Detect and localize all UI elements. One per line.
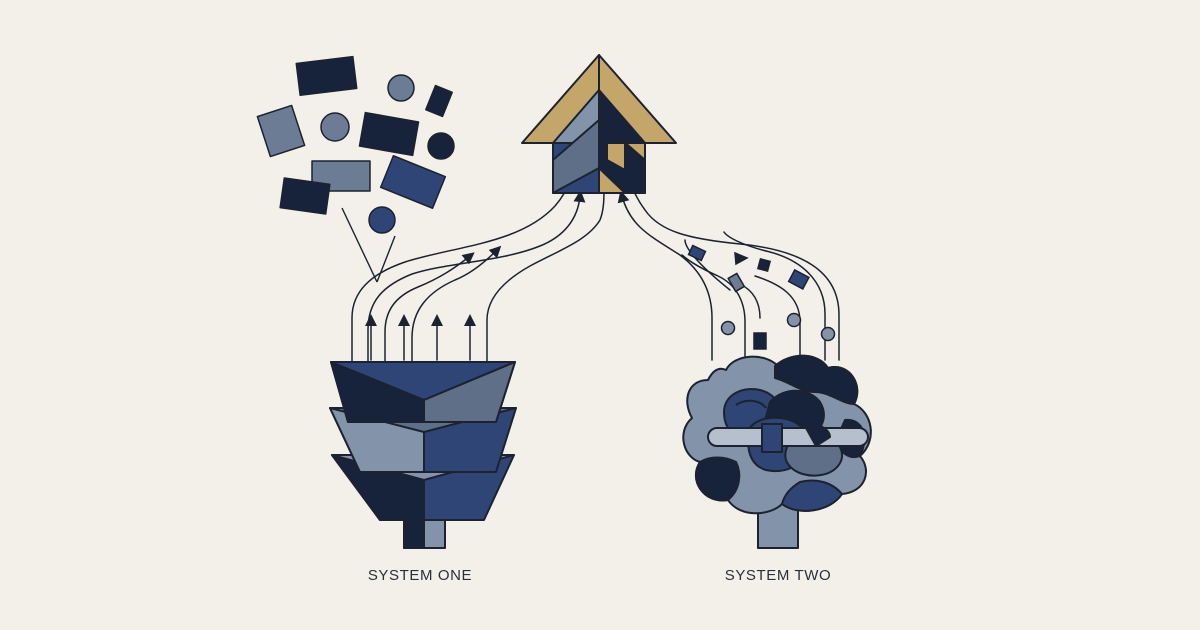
- token-rect: [727, 272, 746, 293]
- shape-circle: [368, 206, 396, 234]
- scattered-shapes: [256, 55, 455, 234]
- token-rect: [753, 332, 767, 350]
- token-rect: [787, 268, 810, 290]
- shape-rect: [279, 177, 331, 215]
- token-circle: [786, 312, 802, 328]
- token-circle: [820, 326, 836, 342]
- layered-funnel-icon: [329, 361, 517, 549]
- token-circle: [720, 320, 736, 336]
- knotted-brain-icon: [682, 354, 872, 549]
- shape-circle: [320, 112, 350, 142]
- shape-rect: [425, 84, 453, 118]
- shape-rect: [358, 111, 420, 157]
- system-two-tokens: [687, 244, 836, 350]
- shape-circle: [387, 74, 415, 102]
- token-rect: [756, 257, 772, 273]
- convergence-lines: [341, 207, 396, 283]
- shape-rect: [256, 104, 306, 158]
- token-rect: [687, 244, 707, 262]
- system-two-label: SYSTEM TWO: [724, 567, 832, 584]
- shape-rect: [295, 55, 358, 97]
- shape-circle: [427, 132, 455, 160]
- upward-arrow-icon: [521, 54, 677, 194]
- token-arrowhead: [734, 251, 749, 266]
- system-one-flow-lines: [351, 149, 605, 363]
- system-one-label: SYSTEM ONE: [367, 567, 473, 584]
- shape-rect: [379, 154, 447, 210]
